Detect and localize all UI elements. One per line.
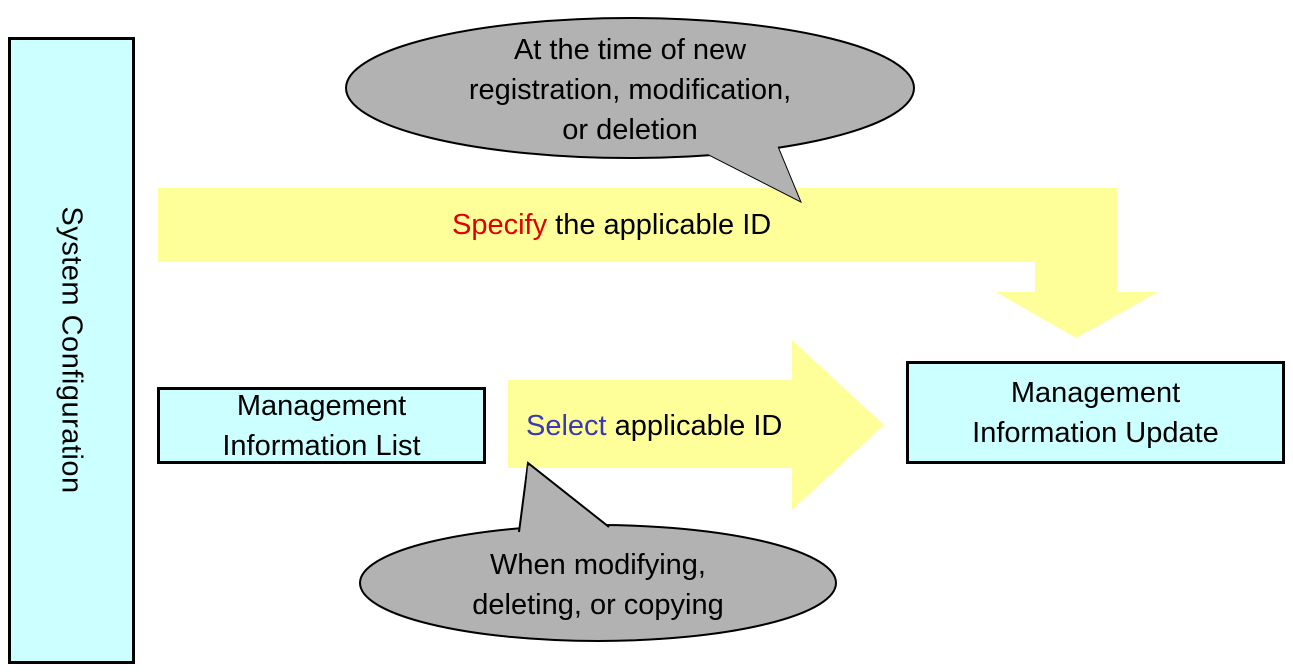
select-arrow — [508, 340, 884, 510]
bottom-callout-line2: deleting, or copying — [472, 589, 724, 621]
list-box-line1: Management — [236, 389, 407, 422]
system-configuration-label: System Configuration — [55, 206, 88, 494]
top-callout-line3: or deletion — [562, 114, 698, 146]
top-callout-line2: registration, modification, — [468, 74, 792, 106]
update-box-line2: Information Update — [972, 416, 1219, 449]
select-keyword: Select — [526, 410, 607, 442]
specify-keyword: Specify — [452, 209, 548, 241]
specify-rest: the applicable ID — [555, 209, 772, 241]
select-arrow-label: Select applicable ID — [526, 406, 782, 446]
top-callout-bubble — [345, 17, 915, 159]
system-configuration-box — [8, 37, 135, 664]
select-rest: applicable ID — [614, 410, 783, 442]
top-callout-text: At the time of new registration, modific… — [430, 30, 830, 150]
bottom-callout-line1: When modifying, — [490, 549, 706, 581]
management-information-list-box[interactable]: Management Information List — [157, 387, 486, 464]
top-callout-line1: At the time of new — [513, 34, 747, 66]
bottom-callout-text: When modifying, deleting, or copying — [398, 545, 798, 625]
management-information-update-box[interactable]: Management Information Update — [906, 361, 1285, 464]
update-box-line1: Management — [1010, 376, 1181, 409]
specify-arrow-label: Specify the applicable ID — [452, 205, 771, 245]
list-box-line2: Information List — [222, 429, 421, 462]
specify-arrow — [158, 188, 1158, 338]
